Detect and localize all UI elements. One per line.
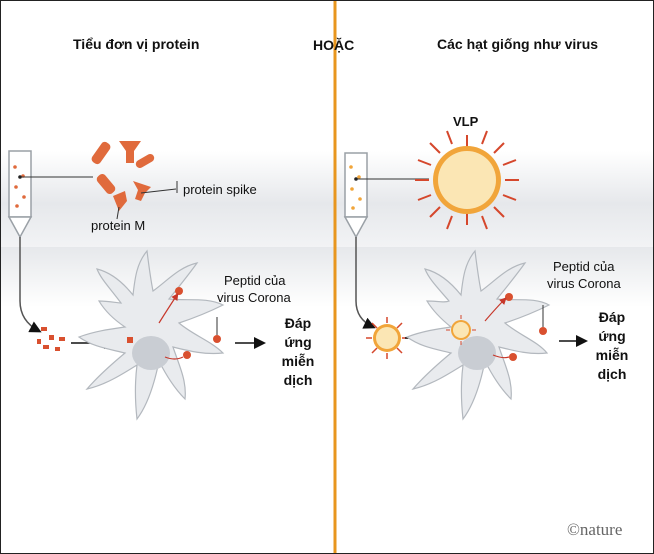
dendritic-cell-left-icon <box>77 249 225 421</box>
left-immune-response-label: Đáp ứng miễn dịch <box>273 314 323 390</box>
background-band-upper <box>1 151 653 247</box>
left-peptide-label-line1: Peptid của <box>224 273 286 288</box>
protein-subunits-icon <box>91 141 155 211</box>
left-panel-title: Tiểu đơn vị protein <box>73 36 200 52</box>
protein-fragments-icon <box>37 327 65 351</box>
left-response-line: dịch <box>283 372 313 388</box>
nature-credit: ©nature <box>567 520 623 539</box>
spike-protein-label: protein spike <box>183 182 257 197</box>
small-vlp-icon <box>366 317 408 359</box>
right-peptide-label-line2: virus Corona <box>547 276 621 291</box>
left-response-line: Đáp <box>284 315 312 331</box>
left-response-line: ứng <box>284 334 312 350</box>
right-panel-title: Các hạt giống như virus <box>437 36 599 52</box>
vlp-label: VLP <box>453 114 479 129</box>
right-response-line: miễn <box>595 347 629 363</box>
syringe-left-icon <box>7 150 33 239</box>
right-peptide-label-line1: Peptid của <box>553 259 615 274</box>
syringe-right-icon <box>343 152 369 239</box>
right-immune-response-label: Đáp ứng miễn dịch <box>585 308 639 384</box>
vlp-particle-icon <box>415 130 519 230</box>
right-response-line: ứng <box>598 328 626 344</box>
left-peptide-label-line2: virus Corona <box>217 290 291 305</box>
or-label: HOẶC <box>313 37 355 53</box>
dendritic-cell-right-icon <box>405 249 551 421</box>
m-protein-label: protein M <box>91 218 146 233</box>
left-response-line: miễn <box>281 353 315 369</box>
right-response-line: Đáp <box>598 309 626 325</box>
right-response-line: dịch <box>597 366 627 382</box>
